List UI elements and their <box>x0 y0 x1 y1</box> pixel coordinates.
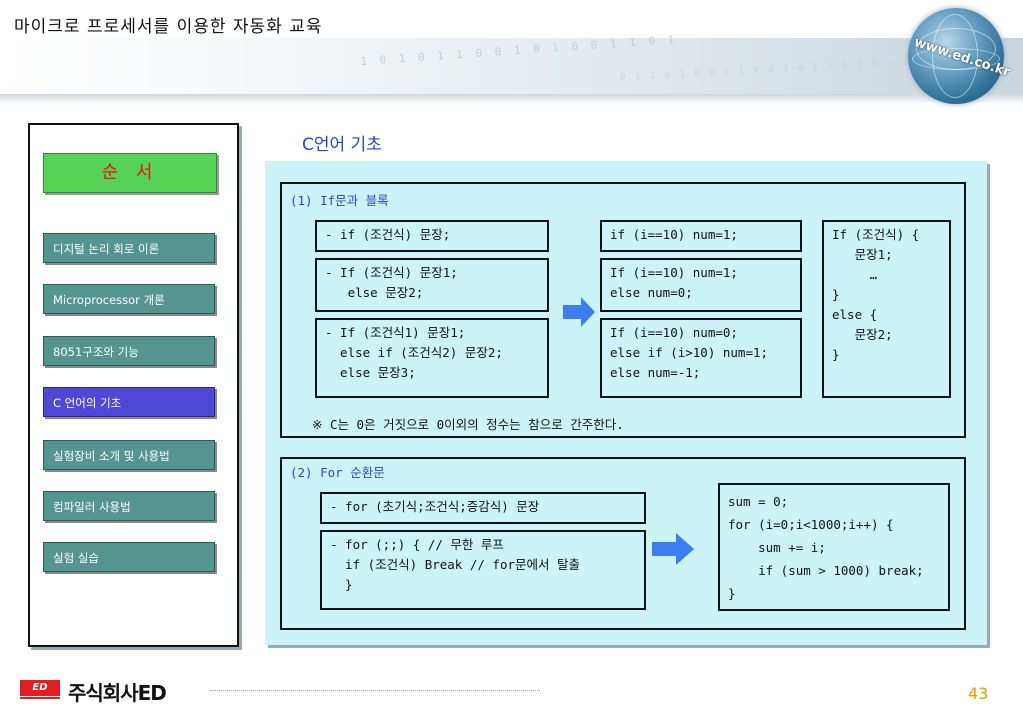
globe-logo-icon <box>908 8 1004 104</box>
page-title: C언어 기초 <box>302 135 382 155</box>
logo-underline <box>20 697 60 699</box>
if-section-label: (1) If문과 블록 <box>290 193 389 208</box>
if-block-example: If (조건식) { 문장1; … } else { 문장2; } <box>822 220 951 398</box>
if-example-3: If (i==10) num=0; else if (i>10) num=1; … <box>600 318 802 398</box>
for-example: sum = 0; for (i=0;i<1000;i++) { sum += i… <box>718 483 950 611</box>
page-number: 43 <box>968 684 989 703</box>
for-section-frame <box>280 457 966 630</box>
footer-divider <box>210 690 540 691</box>
sidebar-item-8051[interactable]: 8051구조와 기능 <box>43 336 215 366</box>
for-syntax-2: - for (;;) { // 무한 루프 if (조건식) Break // … <box>320 530 646 610</box>
if-section-frame <box>280 182 966 438</box>
sidebar-item-c-basics[interactable]: C 언어의 기초 <box>43 387 215 417</box>
if-example-2: If (i==10) num=1; else num=0; <box>600 258 802 312</box>
if-syntax-3: - If (조건식1) 문장1; else if (조건식2) 문장2; els… <box>315 318 549 398</box>
order-heading: 순 서 <box>43 153 217 193</box>
arrow-right-icon <box>563 297 595 327</box>
sidebar-item-lab-equipment[interactable]: 실험장비 소개 및 사용법 <box>43 440 215 470</box>
sidebar-item-lab-practice[interactable]: 실험 실습 <box>43 542 215 572</box>
if-syntax-2: - If (조건식) 문장1; else 문장2; <box>315 258 549 312</box>
if-note: ※ C는 0은 거짓으로 0이외의 정수는 참으로 간주한다. <box>312 417 624 432</box>
company-logo-icon: ED <box>20 680 60 696</box>
sidebar-item-microprocessor[interactable]: Microprocessor 개론 <box>43 284 215 314</box>
if-example-1: if (i==10) num=1; <box>600 220 802 252</box>
header-title: 마이크로 프로세서를 이용한 자동화 교육 <box>14 17 323 37</box>
header-banner <box>0 38 1023 94</box>
sidebar-item-compiler[interactable]: 컴파일러 사용법 <box>43 491 215 521</box>
if-syntax-1: - if (조건식) 문장; <box>315 220 549 252</box>
company-name: 주식회사ED <box>68 681 167 705</box>
header-shadow <box>0 94 1023 104</box>
arrow-right-icon <box>652 533 694 565</box>
for-section-label: (2) For 순환문 <box>290 465 385 480</box>
sidebar-item-digital-logic[interactable]: 디지털 논리 회로 이론 <box>43 233 215 263</box>
for-syntax-1: - for (초기식;조건식;증감식) 문장 <box>320 492 646 524</box>
